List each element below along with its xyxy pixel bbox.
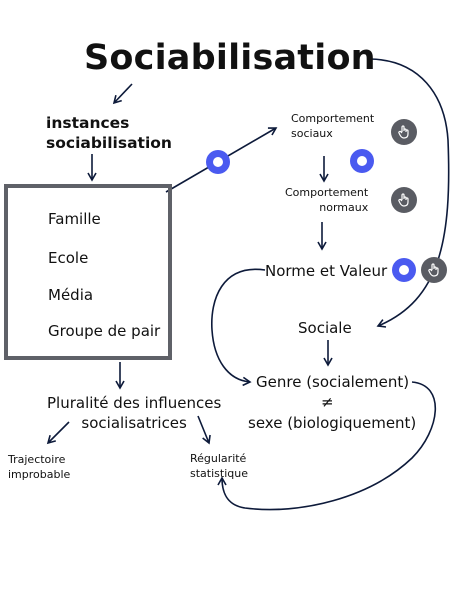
regularite-line-1: Régularité [190, 452, 247, 465]
trajectoire-label: Trajectoire improbable [8, 452, 70, 482]
instances-line-2: sociabilisation [46, 134, 172, 152]
circle-dot-icon[interactable] [350, 149, 374, 173]
regularite-line-2: statistique [190, 467, 248, 480]
trajectoire-line-2: improbable [8, 468, 71, 481]
comportement-normaux-label: Comportement normaux [285, 185, 368, 215]
sexe-label: sexe (biologiquement) [248, 414, 417, 432]
box-item-famille: Famille [48, 210, 101, 228]
arrow-pluralite-to-trajectoire [46, 421, 70, 445]
instances-box: Famille Ecole Média Groupe de pair [4, 184, 172, 360]
arrow-norme-to-genre [211, 268, 266, 387]
genre-label: Genre (socialement) [256, 373, 410, 391]
pluralite-label: Pluralité des influences socialisatrices [47, 393, 221, 433]
arrow-title-to-sociale [369, 58, 450, 328]
box-item-ecole: Ecole [48, 249, 89, 267]
tap-hand-icon[interactable] [421, 257, 447, 283]
tap-hand-icon[interactable] [391, 187, 417, 213]
box-item-media: Média [48, 286, 94, 304]
pluralite-line-2: socialisatrices [81, 414, 187, 432]
circle-dot-icon[interactable] [392, 258, 416, 282]
comportement-normaux-line-1: Comportement [285, 186, 369, 199]
instances-label: instances sociabilisation [46, 113, 172, 153]
comportement-normaux-line-2: normaux [319, 201, 369, 214]
comportement-sociaux-label: Comportement sociaux [291, 111, 374, 141]
hand-glyph-icon [398, 125, 409, 139]
regularite-label: Régularité statistique [190, 451, 248, 481]
not-equal-sign: ≠ [321, 393, 334, 411]
box-item-groupe-de-pair: Groupe de pair [48, 322, 161, 340]
instances-line-1: instances [46, 114, 130, 132]
tap-hand-icon[interactable] [391, 119, 417, 145]
trajectoire-line-1: Trajectoire [8, 453, 66, 466]
pluralite-line-1: Pluralité des influences [47, 394, 222, 412]
comportement-sociaux-line-2: sociaux [291, 127, 333, 140]
arrow-pluralite-to-regularite [197, 415, 211, 445]
norme-valeur-label: Norme et Valeur [265, 262, 388, 280]
sociale-label: Sociale [298, 319, 352, 337]
arrow-title-to-instances [112, 83, 133, 105]
hand-glyph-icon [398, 193, 409, 207]
page-title: Sociabilisation [84, 38, 376, 78]
hand-glyph-icon [428, 263, 439, 277]
comportement-sociaux-line-1: Comportement [291, 112, 375, 125]
arrow-genre-to-regularite [217, 381, 437, 511]
circle-dot-icon[interactable] [206, 150, 230, 174]
